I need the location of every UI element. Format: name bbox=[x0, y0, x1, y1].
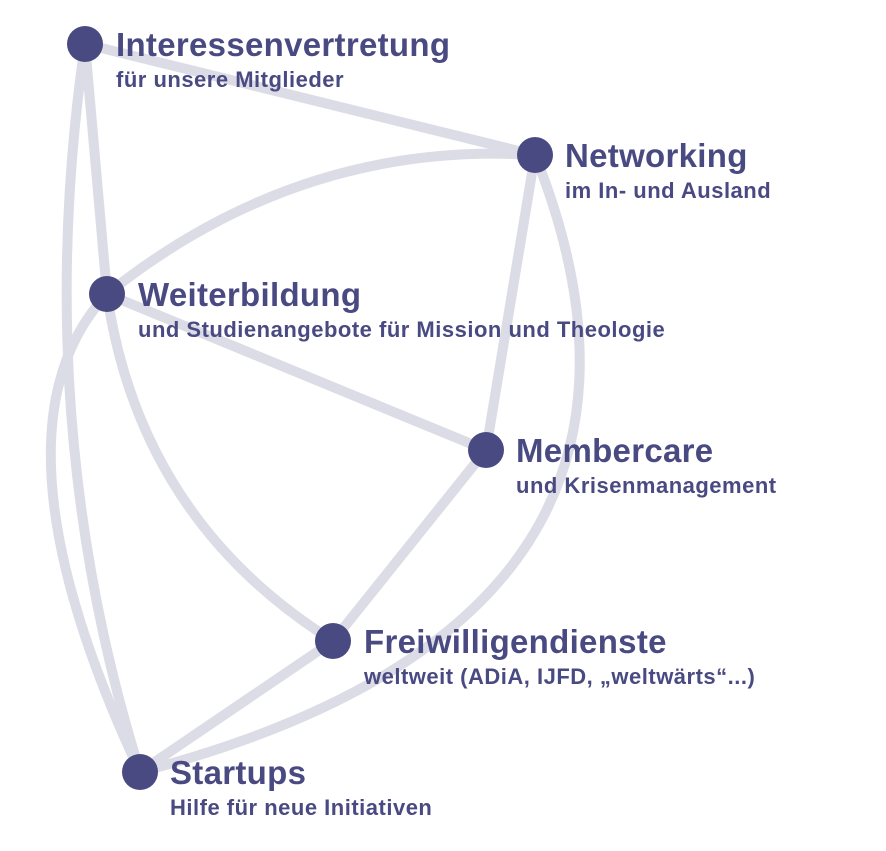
edge-interessenvertretung-networking bbox=[80, 39, 540, 160]
edge-interessenvertretung-weiterbildung bbox=[80, 39, 112, 299]
node-dot-interessenvertretung bbox=[67, 26, 103, 62]
node-subtitle-interessenvertretung: für unsere Mitglieder bbox=[116, 67, 345, 92]
node-subtitle-networking: im In- und Ausland bbox=[565, 178, 772, 203]
node-label-networking: Networking im In- und Ausland bbox=[565, 136, 771, 206]
node-subtitle-freiwilligendienste: weltweit (ADiA, IJFD, „weltwärts“...) bbox=[364, 664, 756, 689]
node-subtitle-startups: Hilfe für neue Initiativen bbox=[170, 795, 433, 820]
edge-networking-startups bbox=[135, 150, 585, 777]
node-subtitle-weiterbildung: und Studienangebote für Mission und Theo… bbox=[138, 317, 666, 342]
nodes-layer bbox=[67, 26, 553, 790]
edge-networking-weiterbildung bbox=[102, 148, 540, 299]
edges-layer bbox=[45, 39, 585, 777]
node-title-networking: Networking bbox=[565, 137, 748, 174]
edge-interessenvertretung-startups bbox=[61, 39, 145, 777]
edge-membercare-freiwilligendienste bbox=[328, 445, 491, 646]
node-label-interessenvertretung: Interessenvertretung für unsere Mitglied… bbox=[116, 25, 450, 95]
node-label-freiwilligendienste: Freiwilligendienste weltweit (ADiA, IJFD… bbox=[364, 622, 755, 692]
edge-networking-membercare bbox=[481, 150, 540, 455]
node-dot-membercare bbox=[468, 432, 504, 468]
node-dot-freiwilligendienste bbox=[315, 623, 351, 659]
edge-weiterbildung-membercare bbox=[102, 289, 491, 455]
node-subtitle-membercare: und Krisenmanagement bbox=[516, 473, 777, 498]
node-dot-networking bbox=[517, 137, 553, 173]
node-label-membercare: Membercare und Krisenmanagement bbox=[516, 431, 777, 501]
node-label-weiterbildung: Weiterbildung und Studienangebote für Mi… bbox=[138, 275, 665, 345]
edge-weiterbildung-startups bbox=[45, 289, 145, 777]
node-title-freiwilligendienste: Freiwilligendienste bbox=[364, 623, 667, 660]
node-title-weiterbildung: Weiterbildung bbox=[138, 276, 362, 313]
edge-freiwilligendienste-startups bbox=[135, 636, 338, 777]
node-title-interessenvertretung: Interessenvertretung bbox=[116, 26, 451, 63]
node-label-startups: Startups Hilfe für neue Initiativen bbox=[170, 753, 432, 823]
edge-weiterbildung-freiwilligendienste bbox=[102, 289, 338, 646]
node-title-membercare: Membercare bbox=[516, 432, 714, 469]
node-dot-startups bbox=[122, 754, 158, 790]
node-title-startups: Startups bbox=[170, 754, 307, 791]
node-dot-weiterbildung bbox=[89, 276, 125, 312]
